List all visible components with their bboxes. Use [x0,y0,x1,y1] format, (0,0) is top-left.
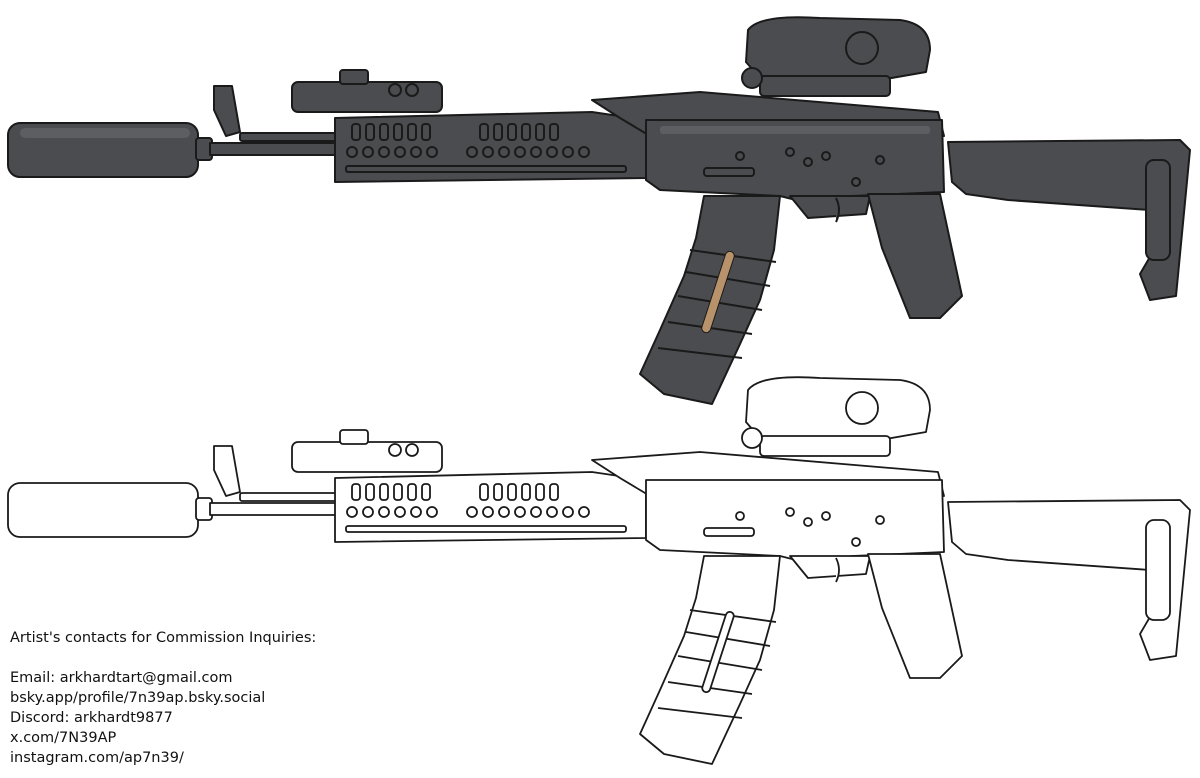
magazine-window-color [702,251,734,333]
rendered-highlights [20,126,930,138]
contact-bsky: bsky.app/profile/7n39ap.bsky.social [10,690,266,706]
contact-email: Email: arkhardtart@gmail.com [10,670,233,686]
contacts-heading: Artist's contacts for Commission Inquiri… [10,630,317,646]
contact-instagram: instagram.com/ap7n39/ [10,750,184,766]
rifle-rendered [7,16,1191,405]
contact-discord: Discord: arkhardt9877 [10,710,173,726]
artist-contacts: Artist's contacts for Commission Inquiri… [10,628,316,768]
contact-x: x.com/7N39AP [10,730,117,746]
